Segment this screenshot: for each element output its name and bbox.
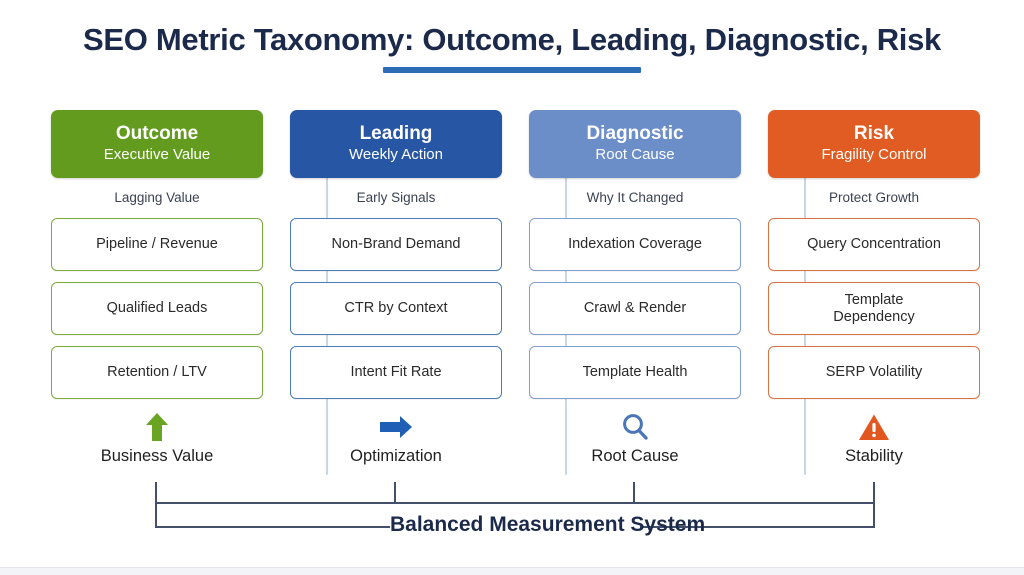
metric-box[interactable]: Pipeline / Revenue xyxy=(51,218,263,272)
column-header-risk[interactable]: Risk Fragility Control xyxy=(768,110,980,178)
metric-box[interactable]: Template Health xyxy=(529,346,741,400)
metric-box[interactable]: SERP Volatility xyxy=(768,346,980,400)
metric-box[interactable]: Retention / LTV xyxy=(51,346,263,400)
column-caption: Lagging Value xyxy=(114,190,200,205)
column-leading[interactable]: Leading Weekly Action Early Signals Non-… xyxy=(290,110,502,470)
metric-box[interactable]: Crawl & Render xyxy=(529,282,741,336)
metric-box[interactable]: CTR by Context xyxy=(290,282,502,336)
column-footer-label: Root Cause xyxy=(591,447,679,466)
taxonomy-columns: Outcome Executive Value Lagging Value Pi… xyxy=(51,110,981,475)
metric-list-diagnostic: Indexation Coverage Crawl & Render Templ… xyxy=(529,218,741,400)
column-header-diagnostic[interactable]: Diagnostic Root Cause xyxy=(529,110,741,178)
title-underline xyxy=(383,66,641,73)
bracket-top-rail xyxy=(155,502,875,504)
metric-box[interactable]: Intent Fit Rate xyxy=(290,346,502,400)
arrow-right-icon xyxy=(379,409,413,445)
column-caption: Why It Changed xyxy=(586,190,684,205)
column-header-outcome[interactable]: Outcome Executive Value xyxy=(51,110,263,178)
page-title: SEO Metric Taxonomy: Outcome, Leading, D… xyxy=(83,22,941,57)
bracket-label: Balanced Measurement System xyxy=(390,512,706,538)
column-footer-label: Business Value xyxy=(100,447,214,466)
metric-box[interactable]: Qualified Leads xyxy=(51,282,263,336)
column-footer-label: Optimization xyxy=(350,447,442,466)
balanced-system-bracket: Balanced Measurement System xyxy=(155,482,875,538)
column-header-leading[interactable]: Leading Weekly Action xyxy=(290,110,502,178)
column-header-title: Risk xyxy=(853,123,895,145)
column-header-subtitle: Weekly Action xyxy=(349,146,443,164)
column-header-subtitle: Executive Value xyxy=(103,146,211,164)
metric-box[interactable]: Query Concentration xyxy=(768,218,980,272)
column-footer-leading: Optimization xyxy=(290,409,502,467)
bracket-right-drop xyxy=(873,502,875,528)
column-footer-outcome: Business Value xyxy=(51,409,263,467)
metric-box[interactable]: Indexation Coverage xyxy=(529,218,741,272)
metric-box[interactable]: Non-Brand Demand xyxy=(290,218,502,272)
column-footer-diagnostic: Root Cause xyxy=(529,409,741,467)
arrow-up-icon xyxy=(144,409,170,445)
column-caption: Early Signals xyxy=(356,190,436,205)
bracket-bottom-rail-right xyxy=(620,526,875,528)
column-diagnostic[interactable]: Diagnostic Root Cause Why It Changed Ind… xyxy=(529,110,741,470)
metric-list-leading: Non-Brand Demand CTR by Context Intent F… xyxy=(290,218,502,400)
column-risk[interactable]: Risk Fragility Control Protect Growth Qu… xyxy=(768,110,980,470)
bracket-left-drop xyxy=(155,502,157,528)
column-header-title: Diagnostic xyxy=(586,123,684,145)
bottom-strip xyxy=(0,567,1024,575)
column-caption: Protect Growth xyxy=(828,190,920,205)
column-outcome[interactable]: Outcome Executive Value Lagging Value Pi… xyxy=(51,110,263,470)
column-footer-risk: Stability xyxy=(768,409,980,467)
bracket-tick xyxy=(873,482,875,503)
column-header-subtitle: Root Cause xyxy=(595,146,675,164)
column-header-title: Outcome xyxy=(115,123,199,145)
column-footer-label: Stability xyxy=(845,447,903,466)
bracket-tick xyxy=(155,482,157,503)
title-block: SEO Metric Taxonomy: Outcome, Leading, D… xyxy=(0,22,1024,73)
bracket-tick xyxy=(633,482,635,503)
warning-triangle-icon xyxy=(858,409,890,445)
bracket-tick xyxy=(394,482,396,503)
column-header-title: Leading xyxy=(359,123,433,145)
magnifier-icon xyxy=(620,409,650,445)
bracket-bottom-rail-left xyxy=(155,526,410,528)
column-header-subtitle: Fragility Control xyxy=(821,146,927,164)
metric-list-outcome: Pipeline / Revenue Qualified Leads Reten… xyxy=(51,218,263,400)
